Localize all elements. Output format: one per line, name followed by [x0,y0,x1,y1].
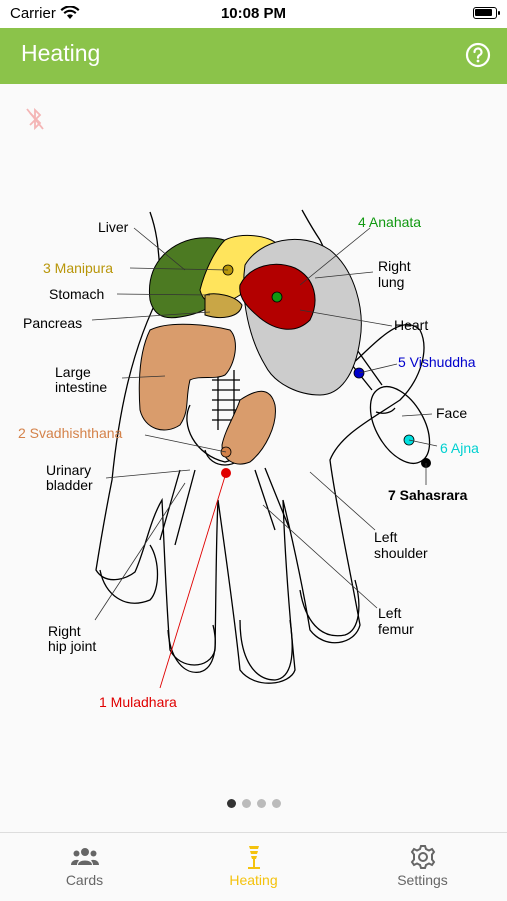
chakra-dot-anahata[interactable] [271,291,283,303]
label-vishuddha: 5 Vishuddha [398,354,476,370]
gear-icon [410,845,436,869]
label-left-shoulder-2: shoulder [374,545,428,561]
label-svadhishthana: 2 Svadhishthana [18,425,123,441]
battery-level [475,9,493,16]
tab-label: Settings [397,872,448,888]
label-face: Face [436,405,467,421]
page-dot[interactable] [226,799,236,808]
label-left-femur-2: femur [378,621,414,637]
tab-heating[interactable]: Heating [169,833,338,901]
heater-icon [248,846,260,869]
page-title: Heating [21,40,101,66]
label-right-lung-1: Right [378,258,411,274]
carrier-label: Carrier [10,5,56,22]
group-icon [71,848,99,865]
label-manipura: 3 Manipura [43,260,113,276]
tab-label: Cards [65,872,104,888]
bluetooth-disabled-icon[interactable] [24,106,46,132]
label-anahata: 4 Anahata [358,214,421,230]
wifi-icon [60,6,80,19]
tab-cards[interactable]: Cards [0,833,169,901]
label-urinary-1: Urinary [46,462,91,478]
label-sahasrara: 7 Sahasrara [388,487,468,503]
label-urinary-2: bladder [46,477,93,493]
label-large-intestine-2: intestine [55,379,107,395]
label-right-hip-1: Right [48,623,81,639]
clock: 10:08 PM [220,5,287,22]
label-stomach: Stomach [49,286,104,302]
label-left-shoulder-1: Left [374,529,397,545]
help-icon[interactable] [465,42,491,68]
label-heart: Heart [394,317,428,333]
label-pancreas: Pancreas [23,315,82,331]
status-bar: Carrier 10:08 PM [0,0,507,28]
tab-settings[interactable]: Settings [338,833,507,901]
chakra-hand-diagram: Liver 4 Anahata 3 Manipura Right lung St… [18,209,479,710]
tab-label: Heating [229,872,278,888]
label-liver: Liver [98,219,129,235]
page-dot[interactable] [271,799,281,808]
label-right-hip-2: hip joint [48,638,96,654]
label-left-femur-1: Left [378,605,401,621]
label-large-intestine-1: Large [55,364,91,380]
page-dot[interactable] [241,799,251,808]
tab-bar: Cards Heating Settings [0,832,507,901]
app-bar: Heating [0,28,507,84]
label-right-lung-2: lung [378,274,404,290]
label-muladhara: 1 Muladhara [99,694,177,710]
battery-icon [473,7,500,19]
label-ajna: 6 Ajna [440,440,479,456]
page-indicator[interactable] [0,795,507,813]
page-dot[interactable] [256,799,266,808]
